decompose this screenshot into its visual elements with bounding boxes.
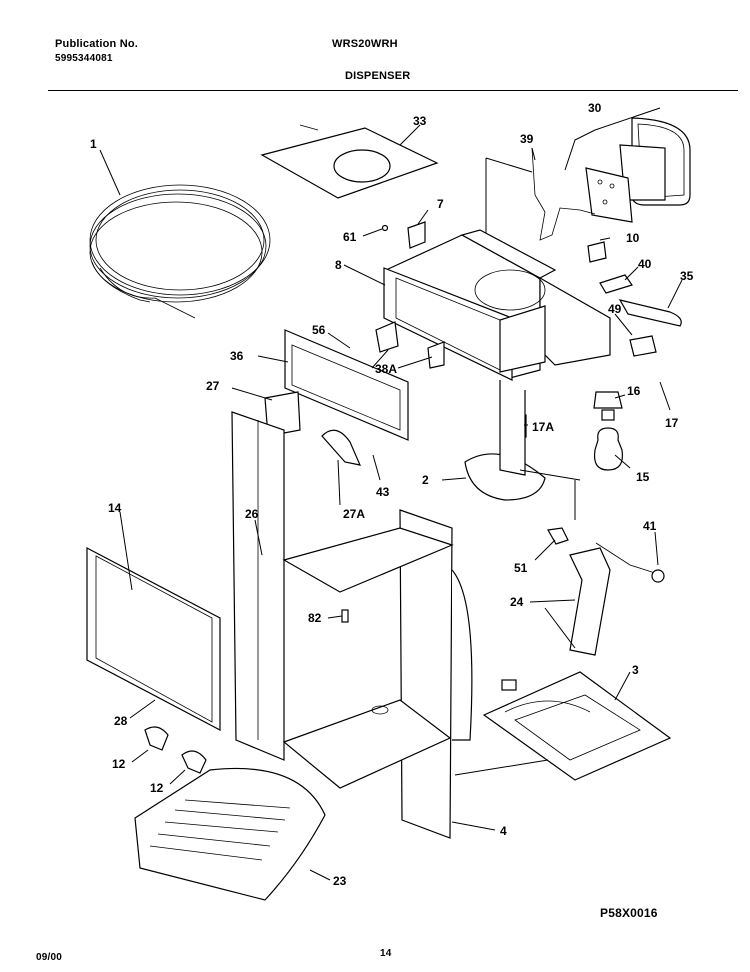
part-1-tubing-coil — [89, 184, 271, 319]
label-part-43: 43 — [376, 485, 390, 499]
page-number: 14 — [380, 948, 392, 959]
label-part-36: 36 — [230, 349, 244, 363]
part-8-dispenser-housing — [383, 229, 611, 381]
label-part-10: 10 — [626, 231, 640, 245]
label-part-41: 41 — [643, 519, 657, 533]
label-part-4: 4 — [500, 824, 507, 838]
label-part-8: 8 — [335, 258, 342, 272]
label-part-23: 23 — [333, 874, 347, 888]
label-part-17: 17 — [665, 416, 679, 430]
label-part-26: 26 — [245, 507, 259, 521]
label-part-38a: 38A — [375, 362, 397, 376]
label-part-33: 33 — [413, 114, 427, 128]
part-10-switch — [587, 241, 607, 263]
header-rule — [48, 90, 738, 91]
label-part-14: 14 — [108, 501, 122, 515]
label-part-27: 27 — [206, 379, 220, 393]
label-part-35: 35 — [680, 269, 694, 283]
label-part-61: 61 — [343, 230, 357, 244]
part-4-cabinet-walls — [231, 411, 473, 839]
part-7-bracket — [381, 221, 426, 249]
part-27a-arm — [321, 429, 362, 466]
part-82-screw — [341, 609, 349, 623]
part-14-door-frame — [86, 547, 221, 731]
part-36-panel — [284, 329, 409, 441]
label-part-12-upper: 12 — [112, 757, 126, 771]
publication-label: Publication No. — [55, 38, 139, 50]
part-51-clip — [547, 527, 569, 545]
part-33-top-plate — [260, 124, 439, 199]
model-number: WRS20WRH — [332, 38, 398, 50]
diagram-code: P58X0016 — [600, 906, 658, 920]
label-part-40: 40 — [638, 257, 652, 271]
part-16-valve — [593, 391, 623, 421]
label-part-39: 39 — [520, 132, 534, 146]
section-title: DISPENSER — [345, 70, 411, 82]
label-part-27a: 27A — [343, 507, 365, 521]
label-part-17a: 17A — [532, 420, 554, 434]
part-3-heater — [482, 671, 672, 781]
part-39-wire — [485, 147, 596, 241]
part-12-clip-lower — [181, 750, 207, 774]
part-30-housing-cover — [564, 107, 691, 223]
publication-number: 5995344081 — [55, 53, 113, 64]
label-part-1: 1 — [90, 137, 97, 151]
part-12-clip-upper — [144, 726, 169, 751]
part-38a-lever — [375, 321, 445, 369]
part-24-lever-arm — [569, 542, 665, 656]
footer-date: 09/00 — [36, 952, 63, 963]
label-part-30: 30 — [588, 101, 602, 115]
part-23-drip-tray — [134, 767, 326, 901]
label-part-12-lower: 12 — [150, 781, 164, 795]
label-part-2: 2 — [422, 473, 429, 487]
label-part-28: 28 — [114, 714, 128, 728]
label-part-15: 15 — [636, 470, 650, 484]
part-15-bulb — [593, 427, 624, 471]
label-part-16: 16 — [627, 384, 641, 398]
label-part-49: 49 — [608, 302, 622, 316]
leader-lines — [99, 124, 683, 881]
label-part-7: 7 — [437, 197, 444, 211]
label-part-3: 3 — [632, 663, 639, 677]
label-part-82: 82 — [308, 611, 322, 625]
label-part-51: 51 — [514, 561, 528, 575]
part-40-35-49-solenoid — [599, 274, 682, 357]
part-27-bracket — [264, 391, 301, 437]
part-2-funnel — [464, 380, 546, 501]
label-part-56: 56 — [312, 323, 326, 337]
label-part-24: 24 — [510, 595, 524, 609]
